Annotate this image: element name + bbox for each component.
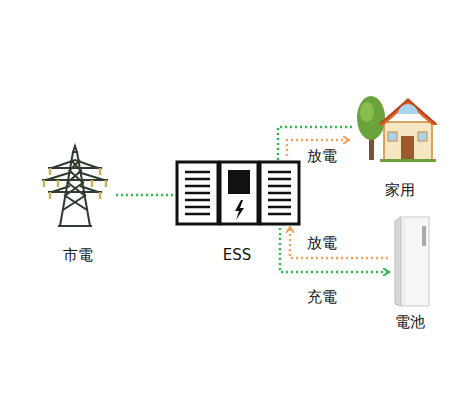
house: [357, 96, 438, 162]
edge-label: 充電: [305, 288, 339, 306]
node-caption: 家用: [385, 181, 415, 199]
flow-connector: [116, 194, 175, 197]
node-caption: ESS: [223, 246, 252, 264]
ess-cabinet: [177, 162, 299, 224]
battery-unit: [395, 217, 429, 306]
flow-connector: [280, 228, 388, 272]
illustrated-node: ESS: [175, 160, 301, 226]
illustrated-node: 家用: [356, 95, 438, 163]
power-tower: [42, 146, 108, 226]
node-caption: 電池: [395, 313, 425, 331]
edge-label: 放電: [305, 234, 339, 252]
illustrated-node: 市電: [40, 150, 116, 228]
node-caption: 市電: [63, 246, 93, 264]
illustrated-node: 電池: [392, 215, 432, 307]
flow-connector: [290, 228, 388, 258]
edge-label: 放電: [305, 147, 339, 165]
